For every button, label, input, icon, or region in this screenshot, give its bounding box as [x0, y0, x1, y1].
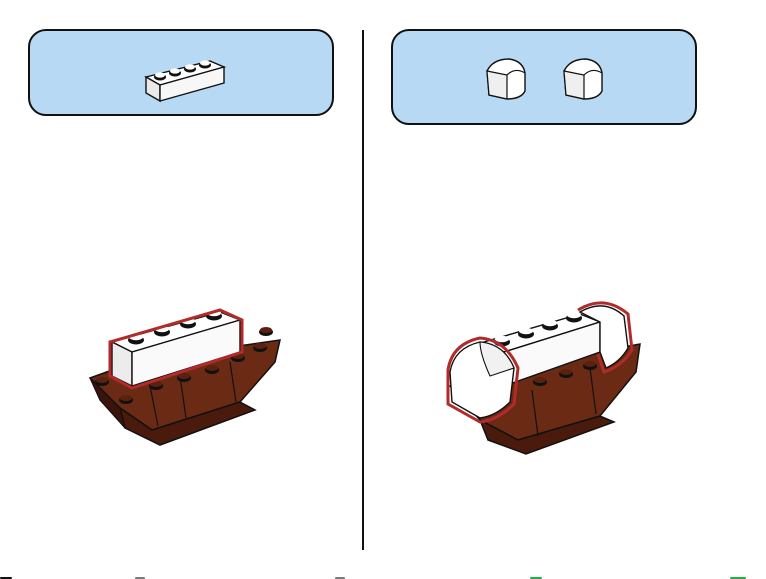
- white-curved-slope-icon: [481, 53, 531, 103]
- panel-divider: [362, 30, 364, 550]
- parts-callout-left: [28, 29, 334, 116]
- white-brick-1x4-icon: [140, 43, 230, 103]
- lego-boat-step-1-icon: [80, 290, 290, 450]
- lego-boat-step-2-icon: [440, 290, 660, 460]
- bottom-strip: [0, 573, 766, 579]
- parts-callout-right: [391, 29, 697, 125]
- white-curved-slope-icon-2: [558, 53, 608, 103]
